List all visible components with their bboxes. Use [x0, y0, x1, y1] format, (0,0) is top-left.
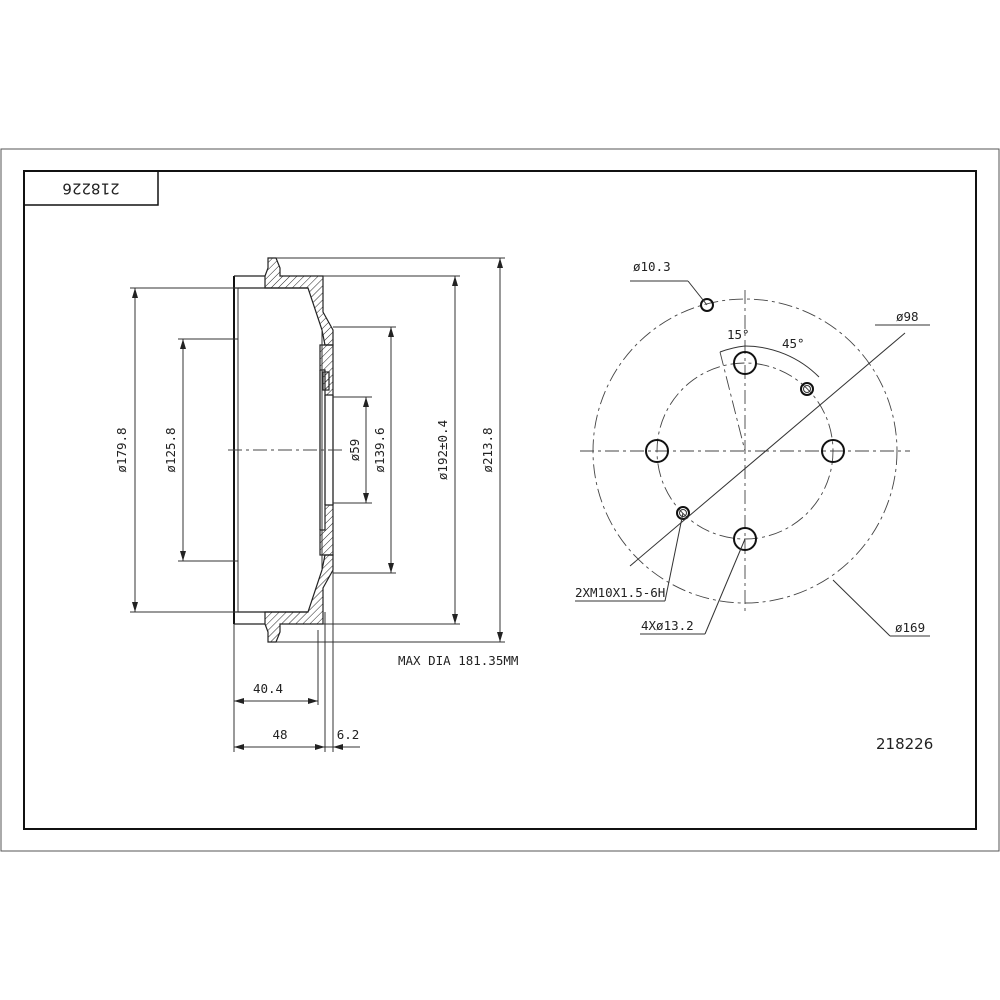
dim-dia-59: ø59 [347, 439, 362, 462]
angle-45: 45° [782, 336, 805, 351]
dim-dia-192: ø192±0.4 [435, 420, 450, 480]
wall-section-bottom [264, 554, 334, 643]
dim-depth-48: 48 [272, 727, 287, 742]
bolt-hole-bottom [733, 527, 757, 551]
wall-section-top [264, 257, 334, 346]
dim-dia-125-8: ø125.8 [163, 427, 178, 472]
max-dia-note: MAX DIA 181.35MM [398, 653, 518, 668]
angle-15: 15° [727, 327, 750, 342]
title-box [24, 171, 159, 206]
label-dia-98: ø98 [896, 309, 919, 324]
bolt-hole-top [733, 351, 757, 375]
label-bolt-holes: 4Xø13.2 [641, 618, 694, 633]
dim-dia-139-6: ø139.6 [372, 427, 387, 472]
small-hole-10-3 [700, 298, 714, 312]
bolt-hole-right [821, 439, 845, 463]
threaded-hole-upper [800, 382, 814, 396]
dim-flange-6-2: 6.2 [337, 727, 360, 742]
dim-dia-213-8: ø213.8 [480, 427, 495, 472]
threaded-hole-lower [676, 506, 690, 520]
bolt-hole-left [645, 439, 669, 463]
inner-frame [23, 170, 977, 830]
side-section-view: ø179.8 ø125.8 ø59 ø139.6 ø192±0.4 [114, 257, 518, 752]
outer-frame [0, 148, 1000, 852]
part-number: 218226 [876, 735, 933, 753]
label-hole-10-3: ø10.3 [633, 259, 671, 274]
dim-depth-40-4: 40.4 [253, 681, 283, 696]
dim-dia-179-8: ø179.8 [114, 427, 129, 472]
label-dia-169: ø169 [895, 620, 925, 635]
title-box-part-number: 218226 [62, 180, 119, 198]
front-view: 15° 45° ø10.3 ø98 2XM10X1.5-6H 4Xø13.2 ø… [575, 259, 930, 637]
label-thread: 2XM10X1.5-6H [575, 585, 665, 600]
